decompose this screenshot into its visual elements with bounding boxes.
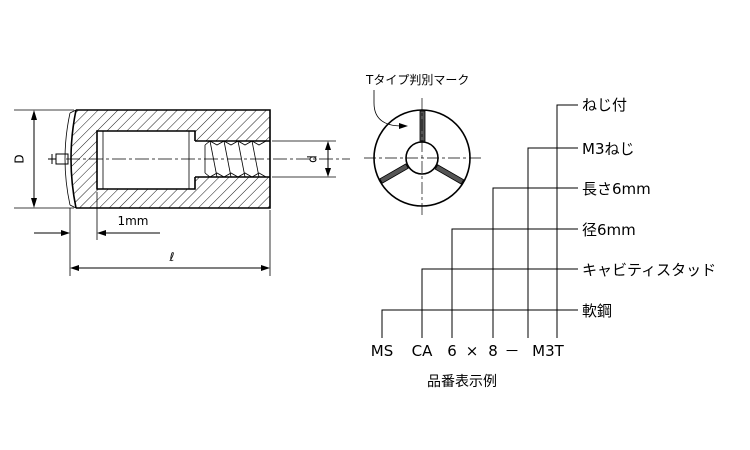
code-ca: CA	[412, 342, 433, 360]
type-mark-label: Tタイプ判別マーク	[365, 73, 469, 87]
code-times: ×	[466, 342, 479, 360]
dimension-d: d	[272, 140, 336, 178]
label-thread: M3ねじ	[582, 140, 635, 158]
code-length: 8	[488, 342, 498, 360]
dimension-1mm: 1mm	[34, 192, 160, 240]
dim-1mm-label: 1mm	[117, 214, 148, 228]
designation-example: ねじ付 M3ねじ 長さ6mm 径6mm キャビティスタッド 軟鋼 MS CA 6…	[371, 96, 716, 390]
designation-leaders	[381, 104, 578, 338]
body-section-hatch	[71, 110, 270, 208]
label-length: 長さ6mm	[582, 180, 651, 198]
bore-outline	[96, 130, 196, 190]
domed-end-face	[64, 112, 71, 206]
code-dash: －	[504, 342, 519, 360]
label-material: 軟鋼	[582, 302, 612, 320]
type-t-slots	[379, 110, 465, 185]
dimension-D: D	[13, 109, 74, 209]
internal-thread	[195, 140, 270, 178]
label-threaded: ねじ付	[582, 96, 627, 114]
code-m3t: M3T	[532, 342, 564, 360]
label-diameter: 径6mm	[582, 221, 636, 239]
dim-length-label: ℓ	[169, 250, 175, 264]
label-material-type: キャビティスタッド	[582, 261, 716, 279]
code-ms: MS	[371, 342, 393, 360]
end-view: Tタイプ判別マーク	[364, 73, 482, 218]
dim-d-label: d	[306, 155, 320, 163]
designation-caption: 品番表示例	[427, 374, 497, 390]
code-diameter: 6	[447, 342, 457, 360]
type-mark-leader	[373, 90, 403, 127]
dimension-length: ℓ	[69, 210, 271, 276]
dim-D-label: D	[13, 154, 27, 163]
side-view: D d 1mm ℓ	[13, 109, 350, 276]
